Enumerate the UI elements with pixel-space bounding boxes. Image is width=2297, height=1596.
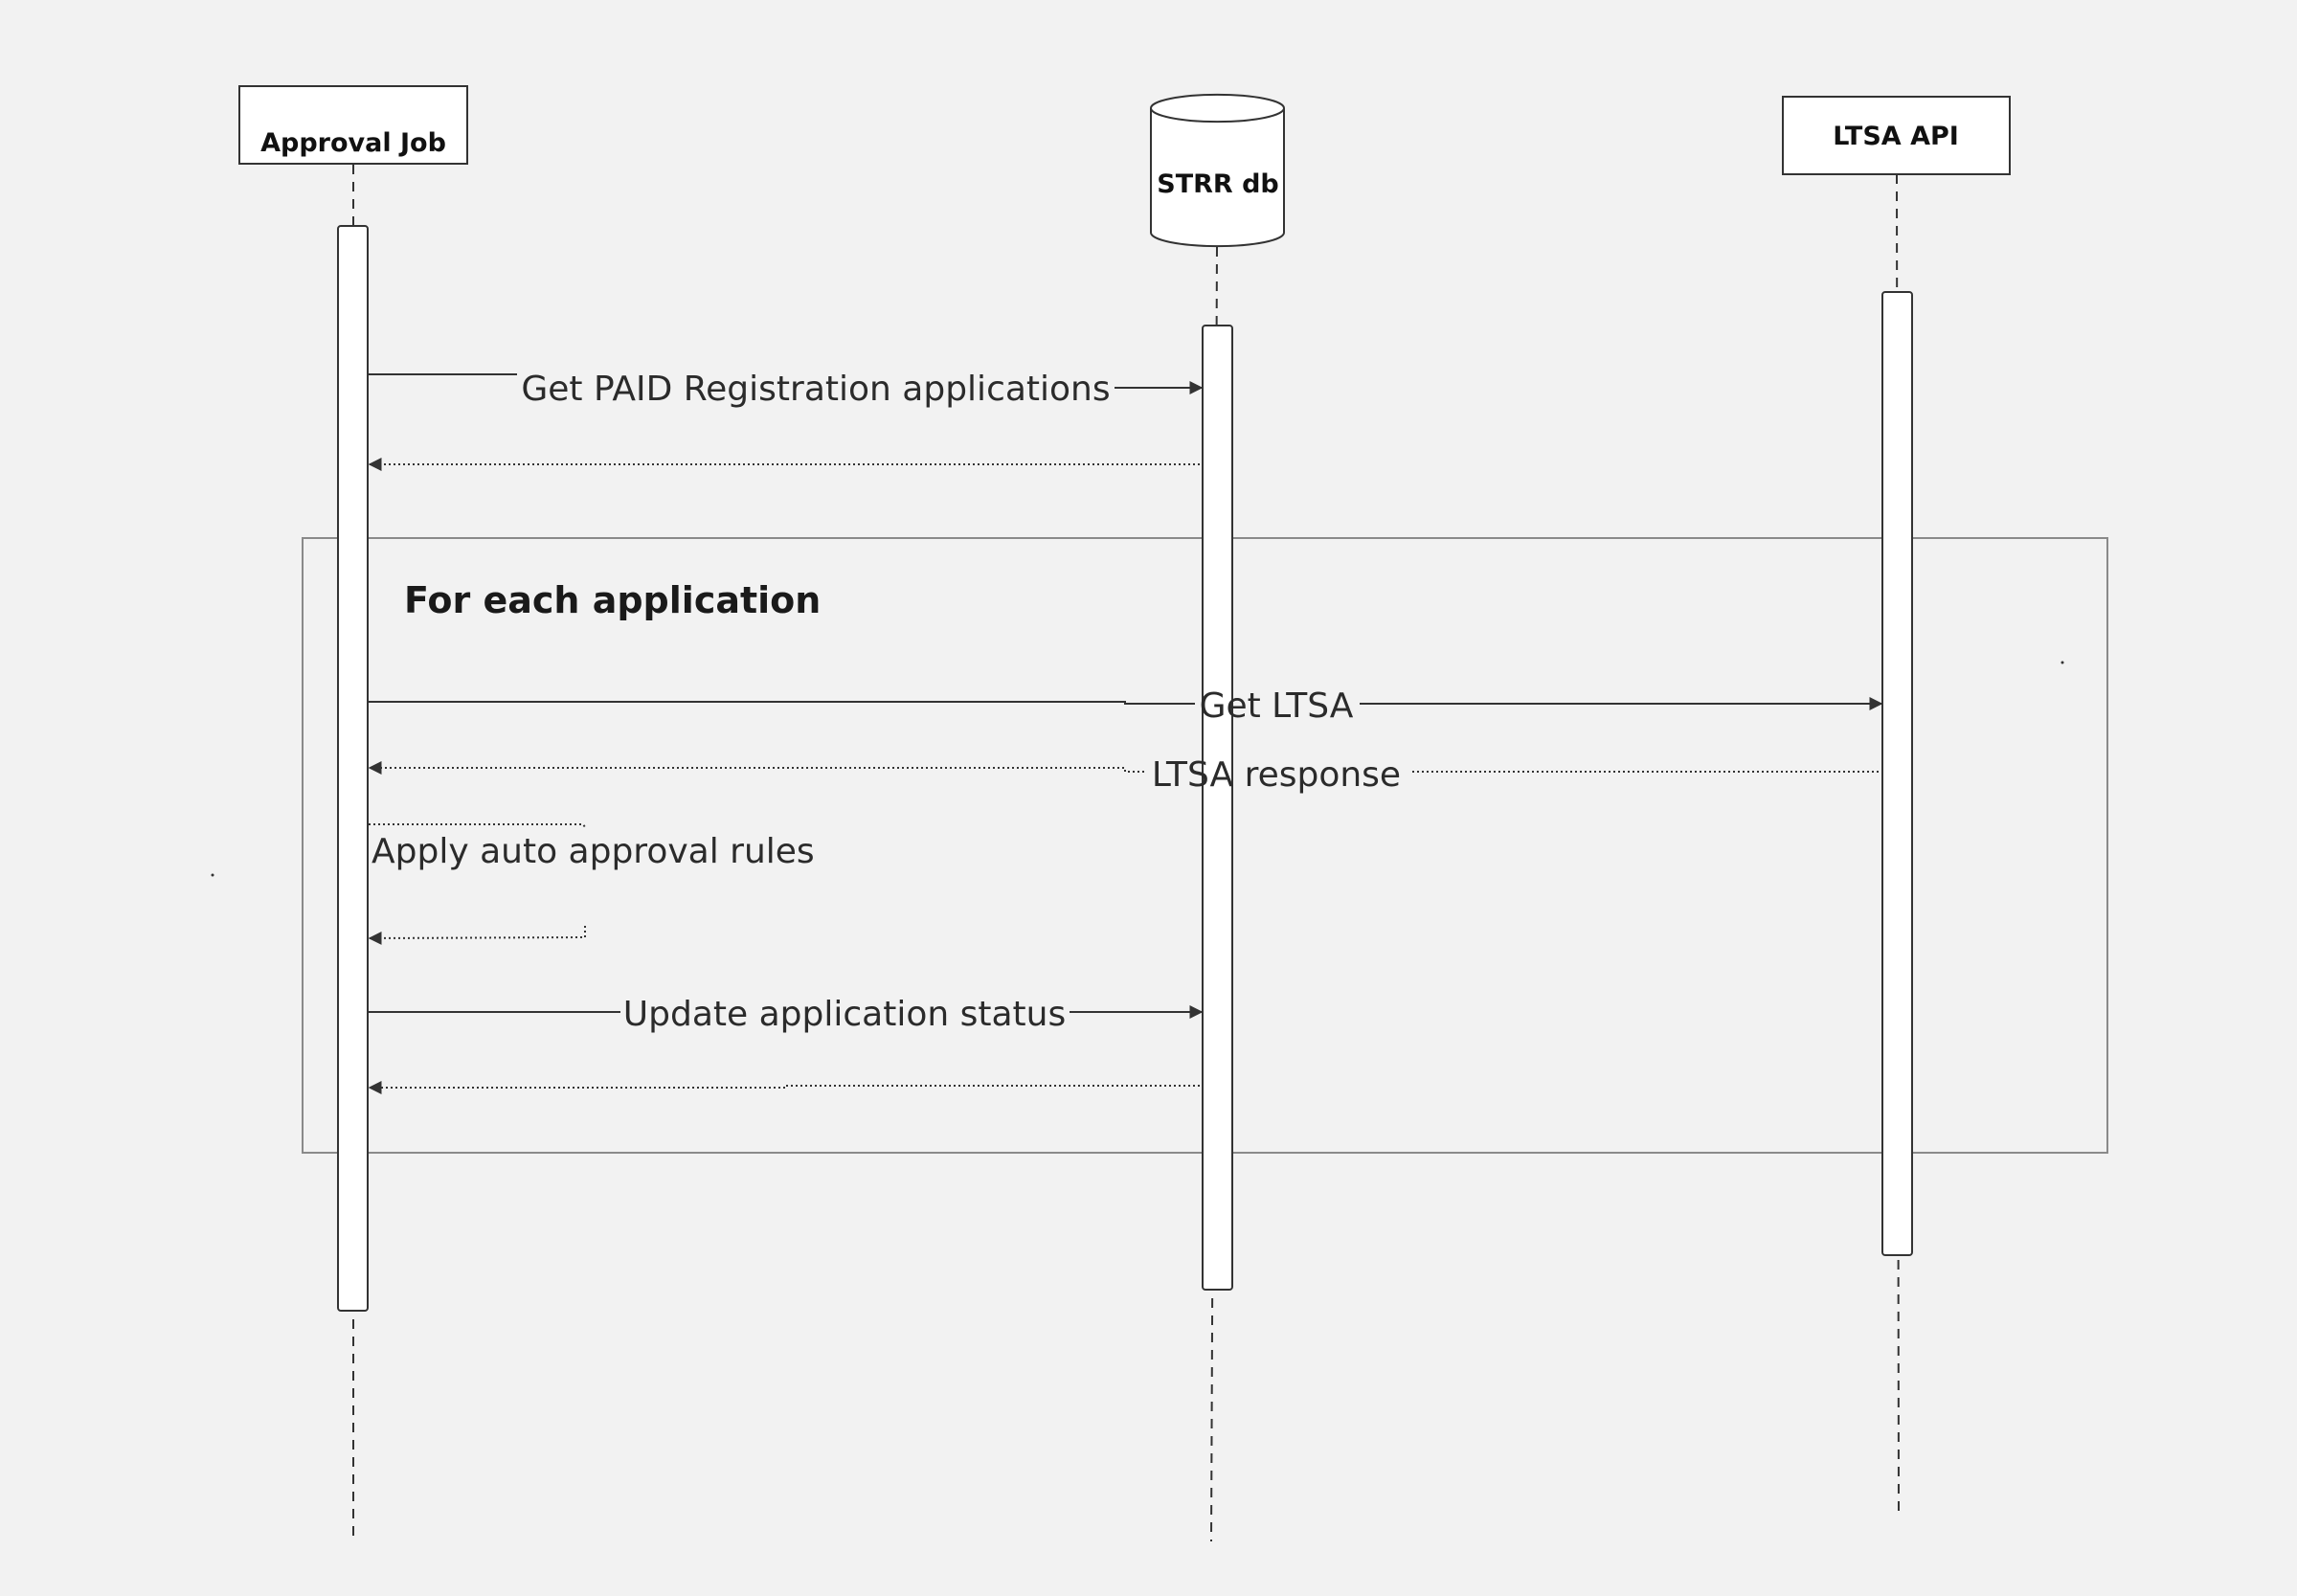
message-label: Update application status [623, 995, 1066, 1034]
message-arrow [369, 701, 1195, 705]
message-label: Apply auto approval rules [372, 832, 815, 871]
message-get-ltsa[interactable]: Get LTSA [369, 686, 1883, 726]
message-apply-auto-approval-rules[interactable]: Apply auto approval rules [368, 823, 815, 945]
message-label: Get PAID Registration applications [521, 370, 1110, 409]
return-arrow [368, 761, 1144, 775]
participant-label: Approval Job [260, 128, 446, 158]
participant-strr-db[interactable]: STRR db [1150, 93, 1285, 248]
message-update-application-status[interactable]: Update application status [369, 995, 1204, 1034]
participant-box [238, 85, 468, 165]
self-message-return [368, 926, 586, 945]
self-message-arrow [369, 823, 586, 828]
message-label: LTSA response [1152, 755, 1401, 795]
return-arrow-update-status [368, 1081, 1200, 1094]
stray-dot [2061, 661, 2064, 664]
database-cylinder-rim [1150, 107, 1285, 124]
activation-bar-strr-db [1202, 325, 1233, 1291]
activation-bar-approval-job [337, 225, 369, 1312]
participant-approval-job[interactable]: Approval Job [238, 85, 468, 165]
activation-bar-ltsa-api [1881, 291, 1913, 1256]
loop-frame-label: For each application [404, 579, 821, 621]
stray-dot [211, 873, 214, 877]
message-label: Get LTSA [1200, 686, 1354, 726]
participant-label: STRR db [1157, 169, 1279, 199]
participant-box [1782, 96, 2011, 175]
message-get-paid-registrations[interactable]: Get PAID Registration applications [369, 370, 1204, 409]
message-ltsa-response[interactable]: LTSA response [368, 755, 1879, 795]
database-cylinder-icon [1150, 93, 1285, 248]
participant-ltsa-api[interactable]: LTSA API [1782, 96, 2011, 175]
participant-label: LTSA API [1833, 122, 1959, 151]
